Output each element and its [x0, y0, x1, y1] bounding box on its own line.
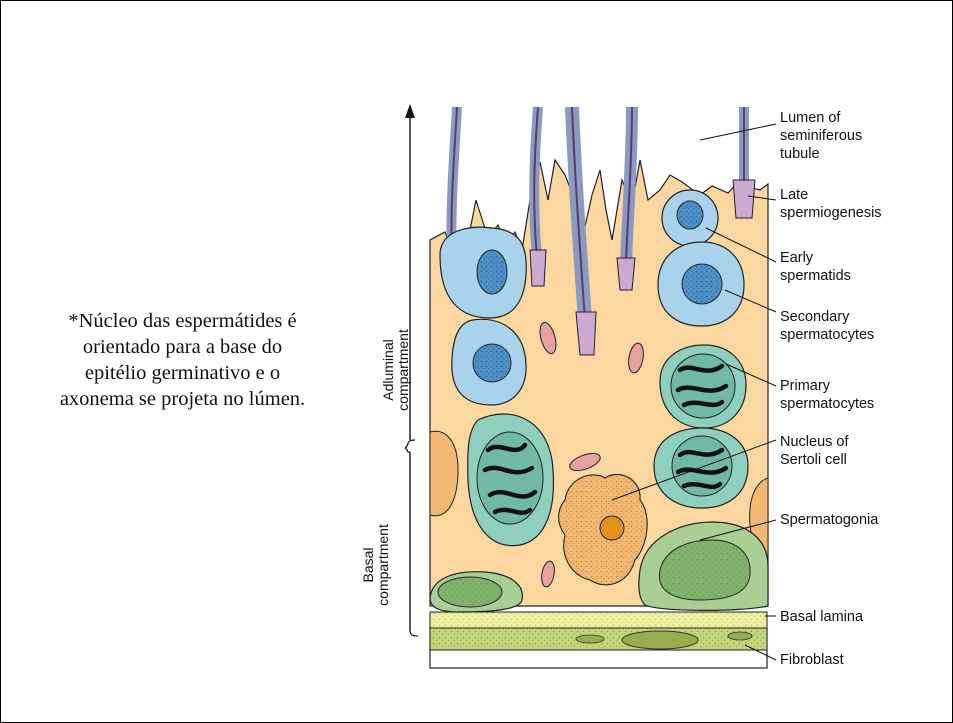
annotation-note: *Núcleo das espermátides é orientado par…: [10, 308, 355, 412]
label-spermatogonia: Spermatogonia: [780, 512, 879, 528]
basal-lamina: [430, 612, 767, 628]
basal-label: Basal: [360, 547, 376, 582]
adluminal-label: Adluminal: [380, 339, 396, 400]
note-line: axonema se projeta no lúmen.: [10, 386, 355, 412]
label-basal-lamina: Basal lamina: [780, 609, 864, 625]
note-line: orientado para a base do: [10, 334, 355, 360]
note-line: *Núcleo das espermátides é: [10, 308, 355, 334]
adluminal-label-line2: compartment: [395, 329, 411, 411]
note-line: epitélio germinativo e o: [10, 360, 355, 386]
fibroblast-layer: [430, 628, 767, 668]
label-fibroblast: Fibroblast: [780, 652, 844, 668]
basal-label-line2: compartment: [375, 524, 391, 606]
seminiferous-epithelium-diagram: Adluminal compartment Basal compartment …: [350, 95, 940, 695]
